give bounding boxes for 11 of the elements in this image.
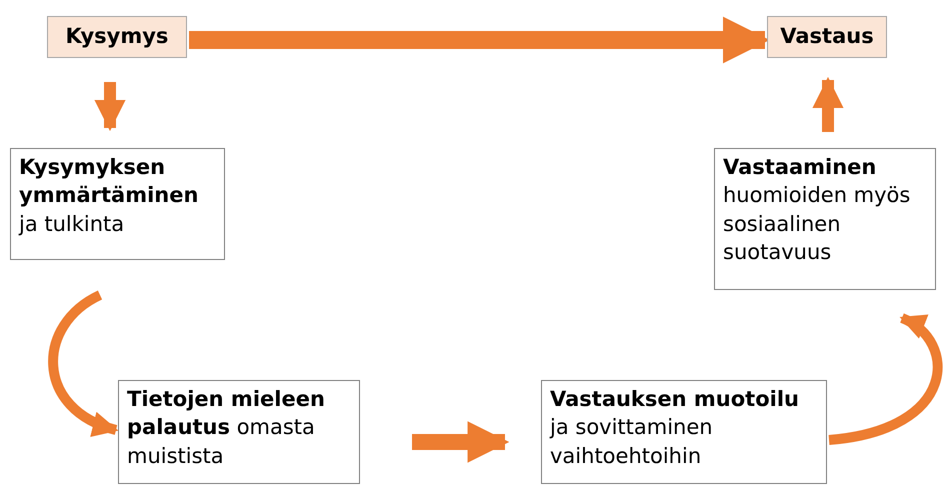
terminal-box: Vastaus xyxy=(767,16,887,58)
process-box: Kysymyksen ymmärtäminen ja tulkinta xyxy=(10,148,225,260)
arrow xyxy=(828,314,942,445)
arrow xyxy=(412,421,510,463)
arrow xyxy=(48,290,118,435)
arrow xyxy=(812,76,844,132)
arrow xyxy=(94,82,126,132)
process-box: Vastaaminen huomioiden myös sosiaalinen suotavuus xyxy=(714,148,936,290)
terminal-box: Kysymys xyxy=(47,16,187,58)
process-box: Tietojen mieleen palautus omasta muistista xyxy=(118,380,360,484)
process-box: Vastauksen muotoilu ja sovittaminen vaihtoehtoihin xyxy=(541,380,827,484)
